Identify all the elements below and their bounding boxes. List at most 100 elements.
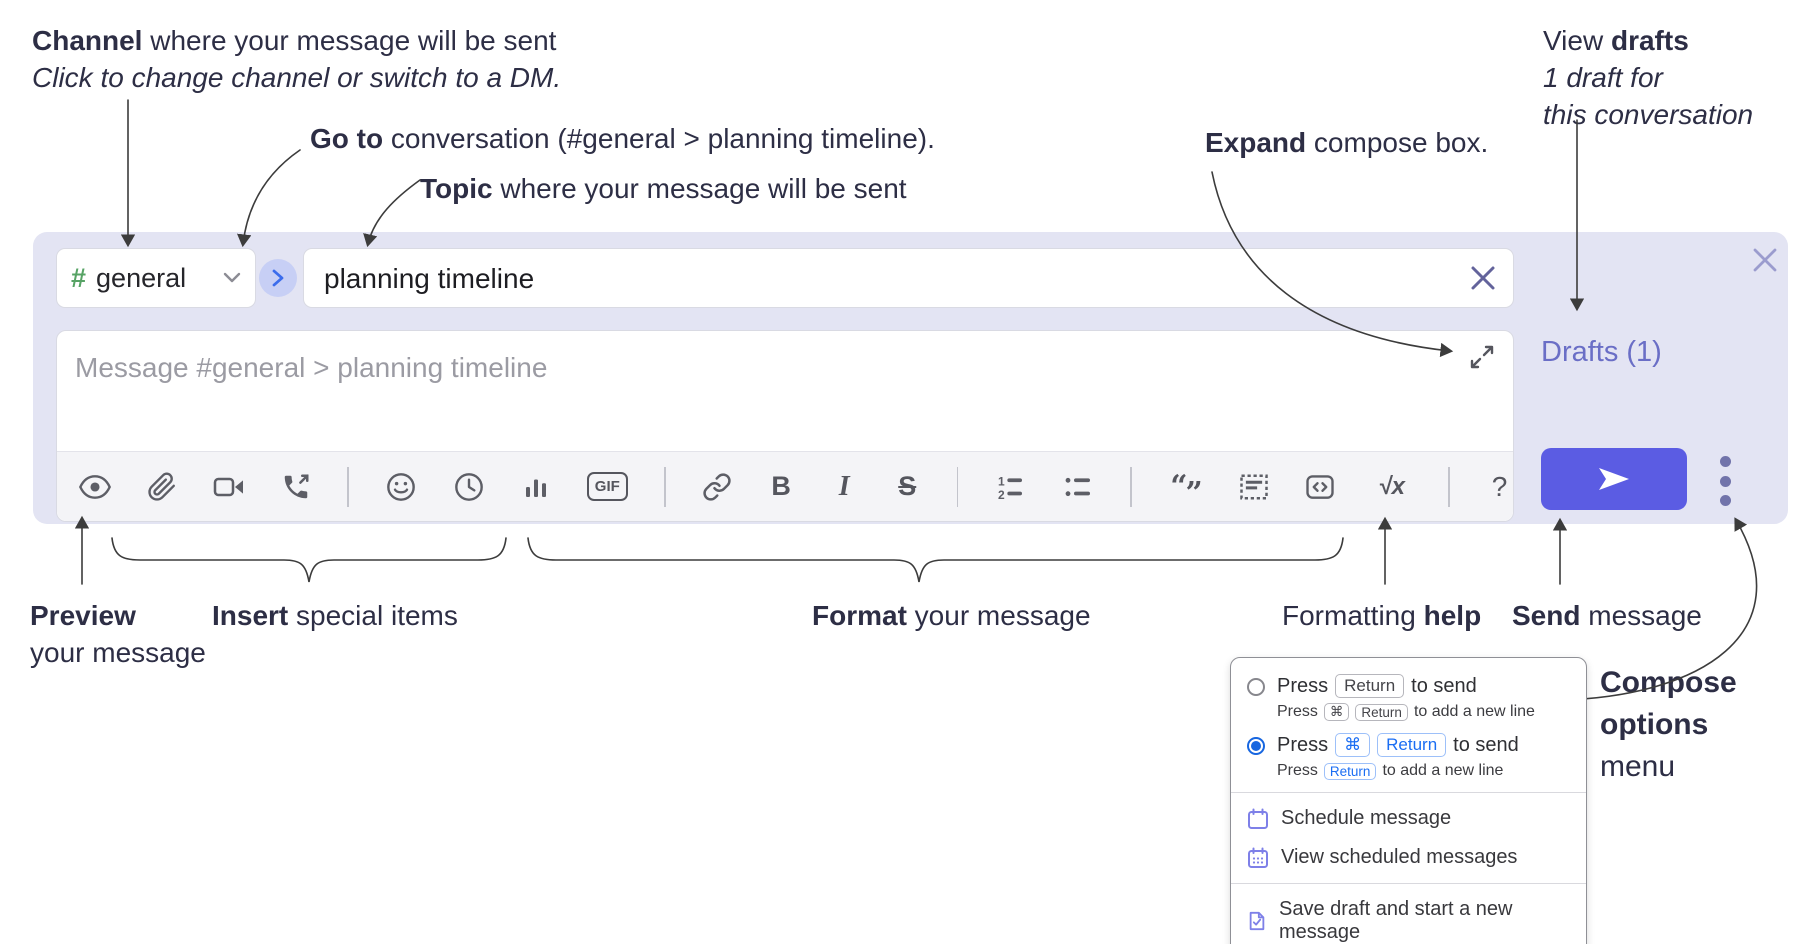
topic-input[interactable] [322,249,1426,309]
kebab-dot [1719,456,1731,467]
link-button[interactable] [702,470,732,504]
recent-items-button[interactable] [453,470,485,504]
drafts-link[interactable]: Drafts (1) [1541,336,1662,368]
chevron-down-icon [223,272,241,283]
kebab-dot [1719,475,1731,487]
calendar-icon [1248,808,1268,829]
topic-field [303,248,1514,309]
clear-topic-button[interactable] [1467,263,1499,295]
toolbar-divider [1130,466,1132,507]
option-subtext: to add a new line [1413,703,1535,720]
radio-unselected-icon [1247,678,1265,696]
toolbar-divider [1448,466,1450,507]
send-button[interactable] [1541,448,1687,510]
audio-call-button[interactable] [281,470,311,504]
bulleted-list-button[interactable] [1062,470,1094,504]
bar-chart-icon [525,479,546,497]
go-to-conversation-button[interactable] [259,259,297,297]
menu-item-label: Schedule message [1281,807,1452,829]
ordered-list-button[interactable]: 1 2 [994,470,1026,504]
command-keycap: ⌘ [1323,703,1350,721]
video-camera-icon [213,477,243,496]
preview-button[interactable] [79,470,111,504]
menu-item-view-scheduled[interactable]: View scheduled messages [1231,838,1586,877]
record-video-button[interactable] [213,470,245,504]
svg-text:1: 1 [998,474,1005,488]
compose-options-menu: Press Return to send Press ⌘ Return to a… [1230,657,1587,944]
expand-compose-button[interactable] [1467,343,1497,373]
command-keycap: ⌘ [1335,733,1371,757]
menu-divider [1231,792,1586,793]
emoji-button[interactable] [385,470,417,504]
square-root-icon: √x [1378,472,1405,500]
formatting-toolbar: GIF B I S [57,451,1513,521]
expand-annotation: Expand compose box. [1205,127,1489,158]
toolbar-divider [663,466,666,507]
close-icon [1753,248,1777,271]
gif-icon: GIF [586,472,628,501]
channel-hash-icon: # [71,262,87,293]
message-input[interactable] [73,345,1377,391]
blockquote-icon: “” [1170,468,1203,511]
channel-annotation: Channel where your message will be sent … [32,25,562,93]
menu-divider [1231,883,1586,884]
phone-call-icon [284,474,309,498]
clock-icon [454,472,483,501]
eye-icon [79,474,111,499]
bold-icon: B [771,471,791,501]
code-block-icon [1240,474,1268,499]
draft-check-icon [1249,911,1265,931]
menu-option-return-to-send[interactable]: Press Return to send Press ⌘ Return to a… [1231,668,1586,727]
attach-file-button[interactable] [147,470,177,504]
code-block-button[interactable] [1239,470,1269,504]
preview-annotation: Preview your message [30,600,206,668]
channel-selector[interactable]: # general [56,248,256,308]
italic-icon: I [838,470,850,502]
svg-text:2: 2 [998,488,1005,502]
inline-code-button[interactable] [1305,470,1335,504]
strikethrough-button[interactable]: S [894,470,921,504]
menu-item-save-draft[interactable]: Save draft and start a new message [1231,890,1586,944]
expand-icon [1470,345,1494,368]
topic-annotation: Topic where your message will be sent [420,173,907,204]
poll-button[interactable] [521,470,551,504]
strikethrough-icon: S [898,471,917,501]
option-subtext: to add a new line [1382,762,1504,779]
return-keycap: Return [1377,733,1447,757]
close-compose-button[interactable] [1748,244,1782,278]
menu-item-schedule-message[interactable]: Schedule message [1231,799,1586,838]
chevron-right-icon [272,269,284,287]
bold-button[interactable]: B [768,470,795,504]
gif-button[interactable]: GIF [586,470,628,504]
close-icon [1471,266,1495,290]
smiley-icon [386,472,415,501]
code-icon [1306,474,1334,499]
option-subtext: Press [1277,703,1318,720]
send-icon [1599,468,1629,490]
return-keycap: Return [1335,674,1405,698]
channel-name: general [96,262,187,293]
blockquote-button[interactable]: “” [1168,468,1203,511]
send-annotation: Send message [1512,600,1702,631]
view-drafts-annotation: View drafts 1 draft for this conversatio… [1543,25,1754,130]
radio-selected-icon [1247,737,1265,755]
compose-options-button[interactable] [1713,454,1737,508]
menu-option-cmd-return-to-send[interactable]: Press ⌘ Return to send Press Return to a… [1231,727,1586,786]
option-text: to send [1453,733,1519,756]
toolbar-divider [347,466,349,507]
math-button[interactable]: √x [1371,470,1412,504]
formatting-help-button[interactable]: ? [1486,470,1513,504]
compose-box-panel: # general [33,232,1788,524]
goto-annotation: Go to conversation (#general > planning … [310,123,935,154]
italic-button[interactable]: I [831,470,858,504]
compose-options-annotation: Compose options menu [1600,666,1737,783]
calendar-grid-icon [1248,847,1268,868]
toolbar-divider [956,466,959,507]
message-box: GIF B I S [56,330,1514,522]
menu-item-label: View scheduled messages [1281,846,1518,868]
format-annotation: Format your message [812,600,1091,631]
formatting-help-annotation: Formatting help [1282,600,1482,631]
option-text: Press [1277,733,1329,756]
insert-annotation: Insert special items [212,600,458,631]
